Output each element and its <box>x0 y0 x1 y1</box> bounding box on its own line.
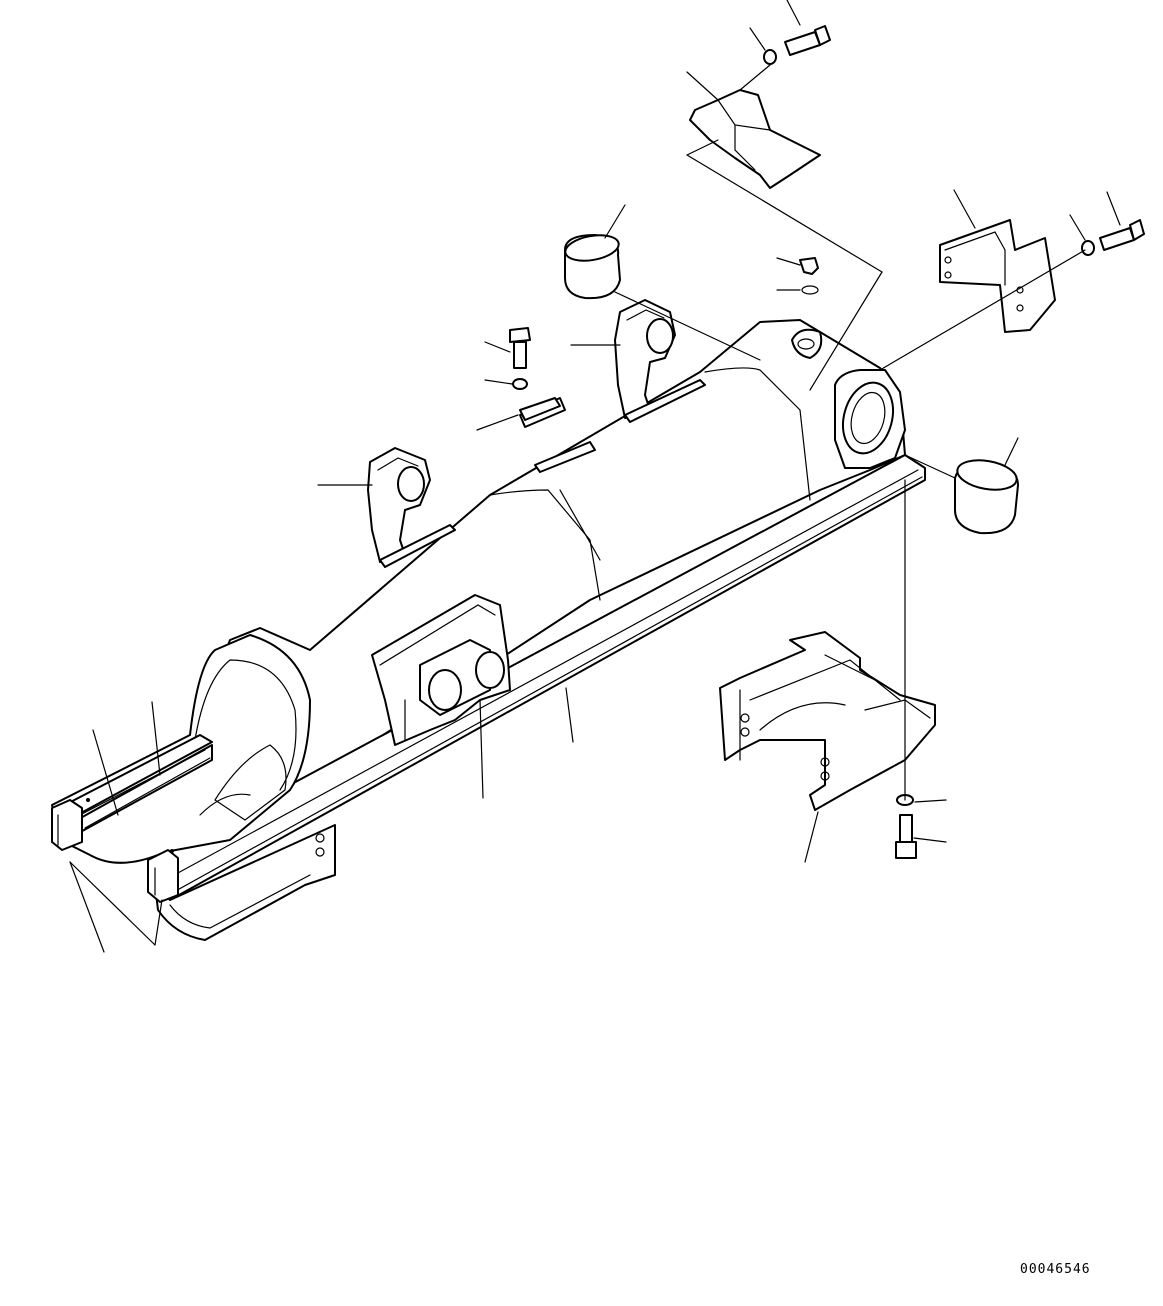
leader-lines <box>69 0 1121 953</box>
bushing-top <box>564 234 621 300</box>
roller-guard <box>719 631 936 811</box>
front-idler-housing <box>791 328 906 469</box>
drawing-number: 00046546 <box>1020 1262 1091 1277</box>
bushing-right <box>954 459 1019 535</box>
bolt-top <box>763 25 831 65</box>
bolt-right <box>1081 219 1145 256</box>
side-bracket <box>939 219 1056 333</box>
carrier-roller-bracket-right <box>614 299 706 423</box>
bolt-lower-right <box>895 794 917 859</box>
center-guard-bracket <box>371 594 511 746</box>
top-guard <box>689 89 821 189</box>
track-frame <box>51 319 926 941</box>
plug-top <box>799 257 819 295</box>
carrier-roller-bracket-left <box>367 447 456 568</box>
bolt-middle <box>509 327 561 421</box>
